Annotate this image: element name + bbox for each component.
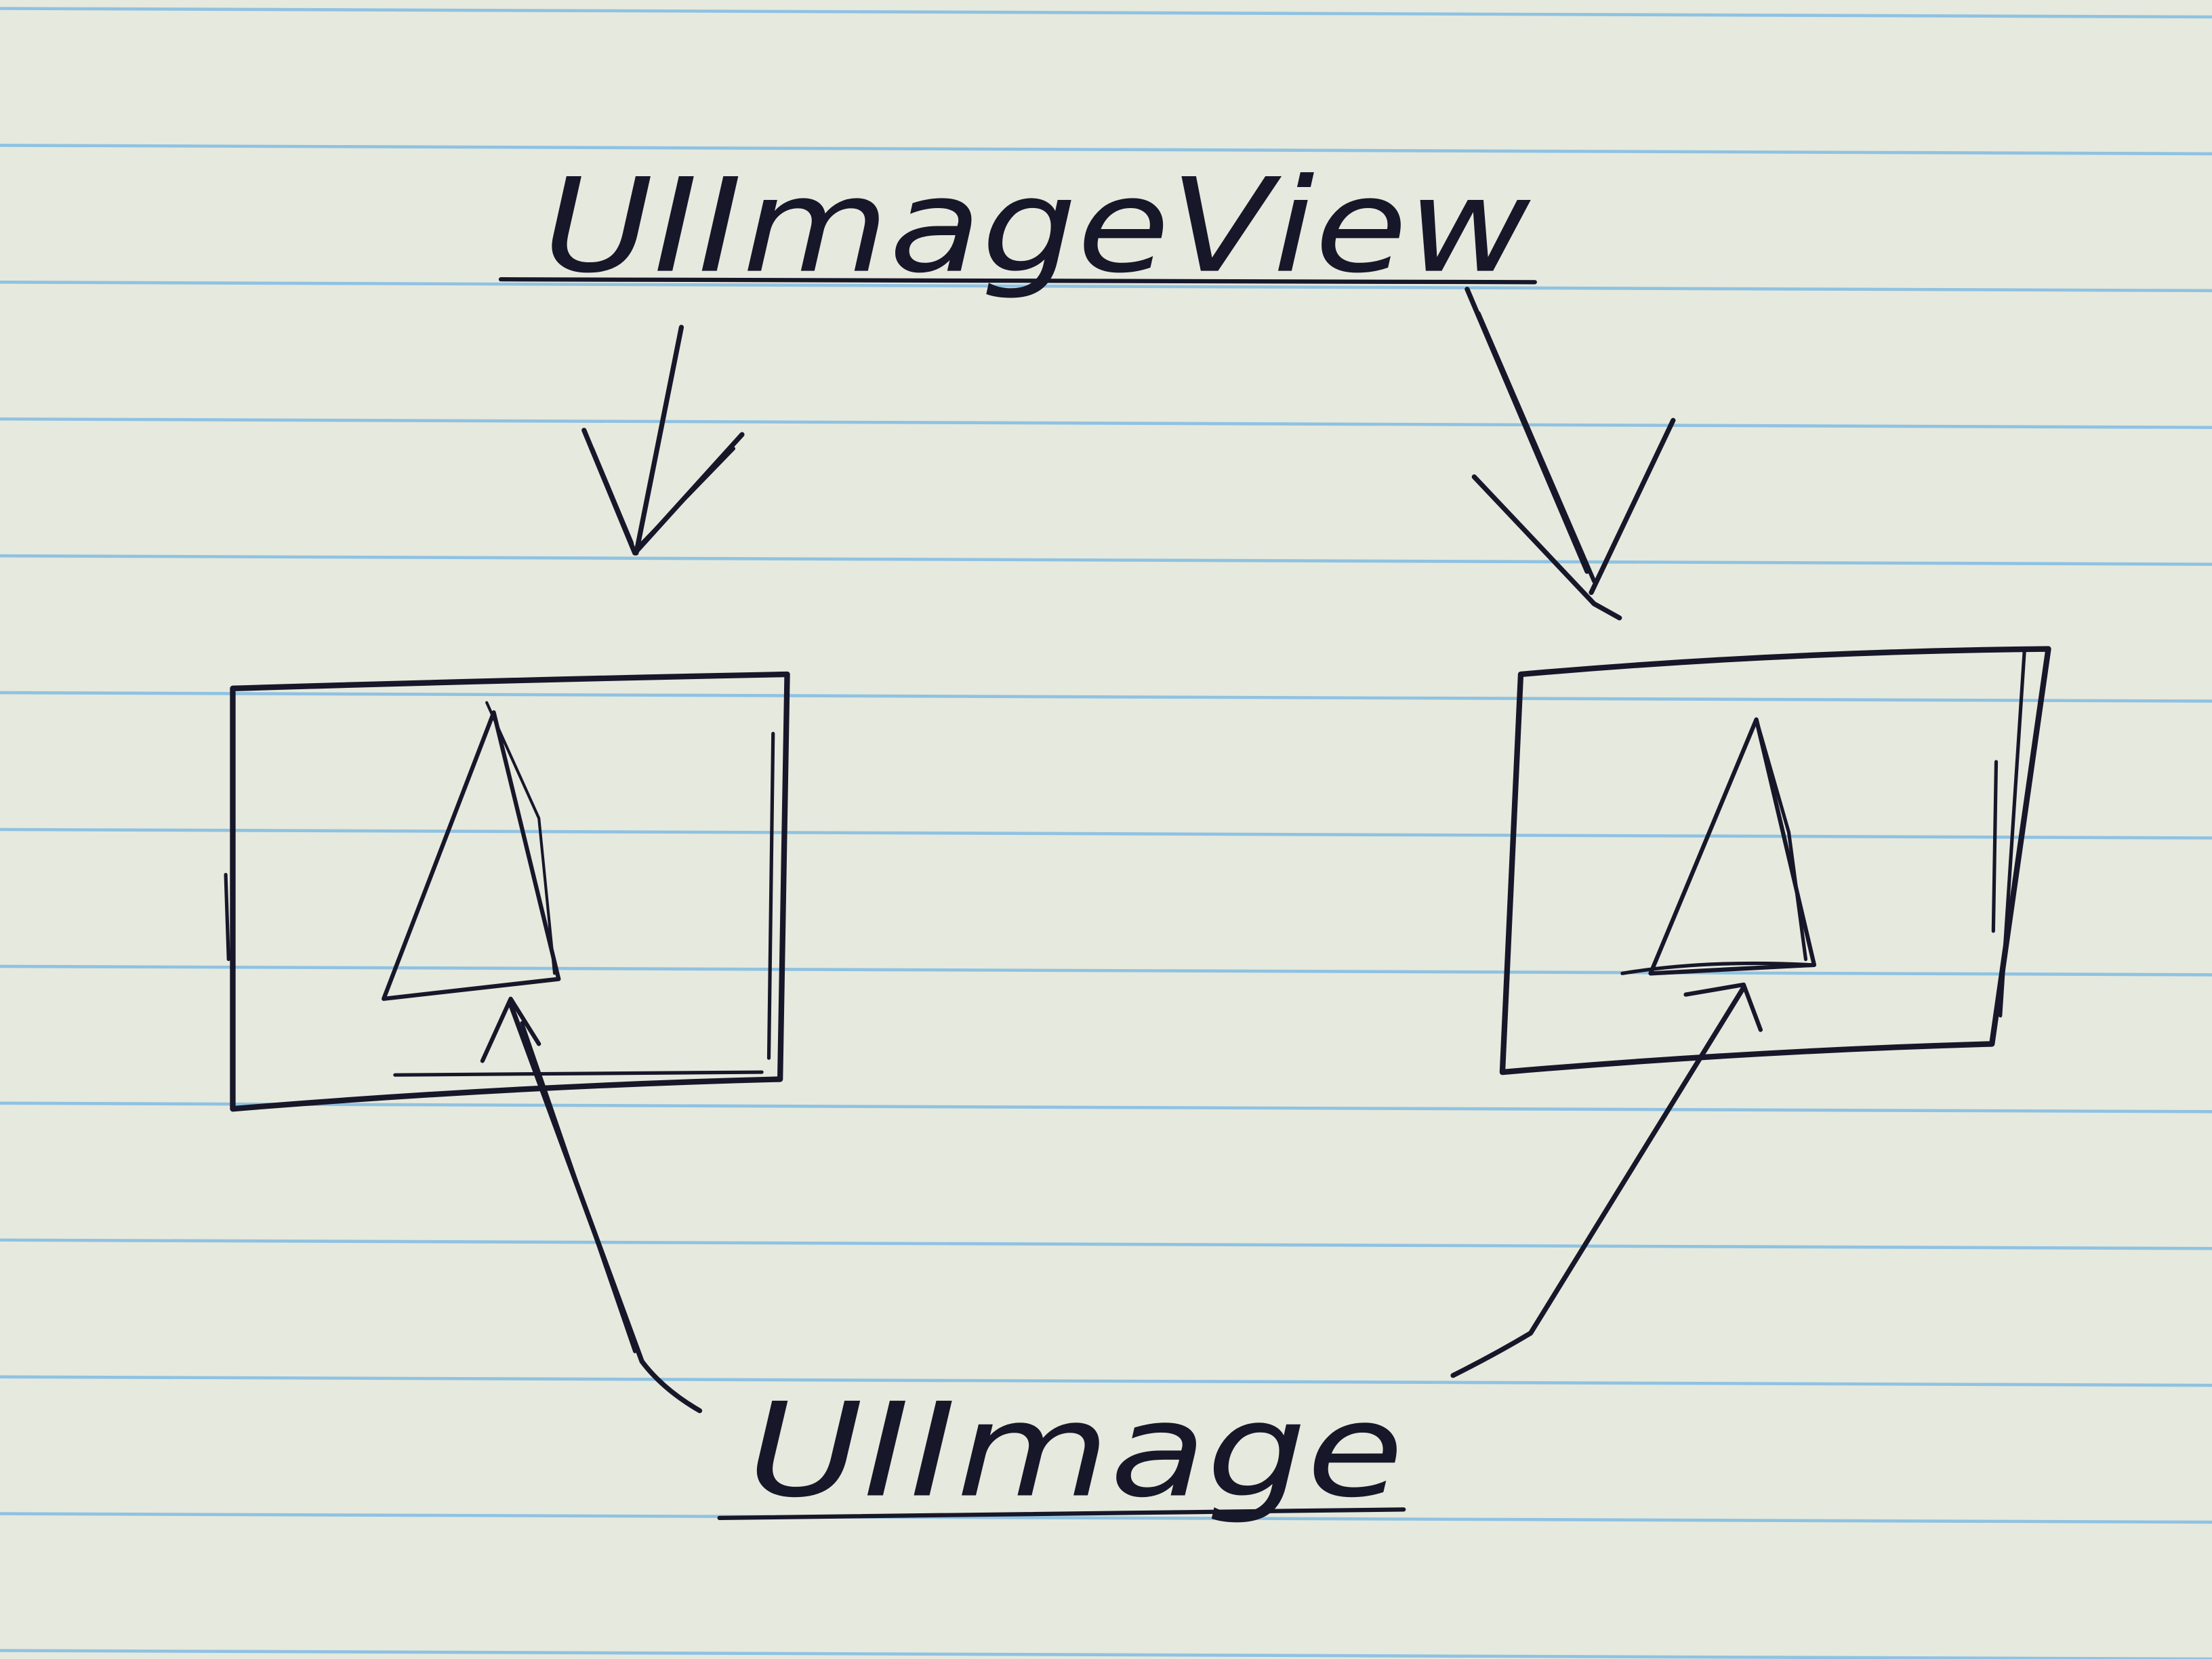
left-image-view-box	[224, 671, 790, 1112]
arrow-to-left-triangle	[480, 996, 703, 1414]
ruled-line	[0, 417, 2212, 430]
arrow-to-left-box	[581, 325, 745, 556]
left-triangle-image	[382, 701, 561, 1001]
right-image-view-box	[1499, 646, 2051, 1076]
ruled-line	[0, 144, 2212, 156]
ruled-line	[0, 1375, 2212, 1387]
right-triangle-image	[1620, 717, 1817, 976]
ruled-line	[0, 554, 2212, 566]
ruled-line	[0, 964, 2212, 977]
title-underline	[498, 277, 1537, 285]
bottom-underline	[717, 1507, 1406, 1520]
uiimage-label: UIImage	[747, 1376, 1404, 1527]
ruled-line	[0, 7, 2212, 19]
ruled-line	[0, 281, 2212, 293]
ruled-line	[0, 1101, 2212, 1113]
arrow-to-right-box	[1465, 287, 1676, 621]
ruled-line	[0, 827, 2212, 840]
uiimageview-label: UIImageView	[543, 151, 1531, 302]
ruled-line	[0, 1649, 2212, 1659]
ruled-line	[0, 691, 2212, 703]
ruled-lines	[0, 7, 2212, 1659]
ruled-line	[0, 1512, 2212, 1524]
ruled-line	[0, 1238, 2212, 1250]
arrow-to-right-triangle	[1450, 982, 1763, 1378]
